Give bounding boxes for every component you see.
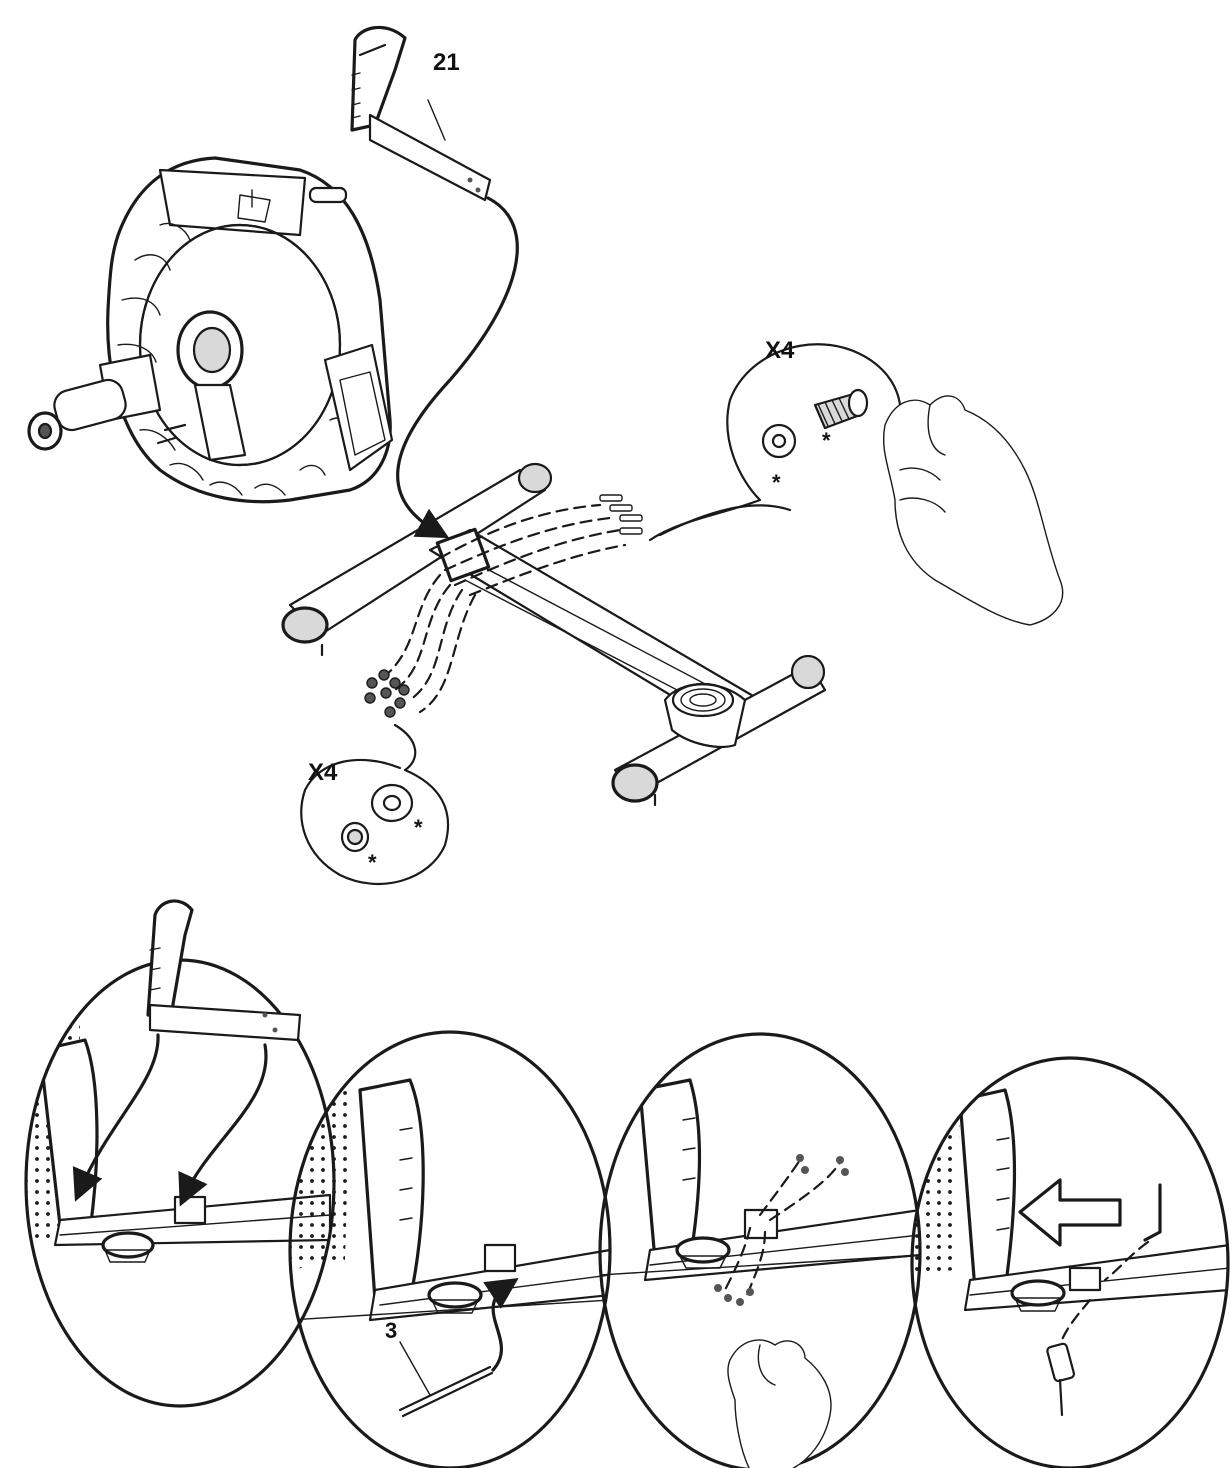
- asterisk-bolt: *: [822, 428, 831, 453]
- detail-step-1: [24, 899, 336, 1408]
- qty-left-label: X4: [308, 759, 338, 786]
- nuts-left: [364, 669, 410, 718]
- detail-step-3: [598, 1032, 922, 1468]
- asterisk-washer-left: *: [414, 815, 423, 840]
- bolts-right: [599, 494, 643, 535]
- rower-main-body: [27, 156, 394, 504]
- asterisk-nut: *: [368, 850, 377, 875]
- bolt-paths-right: [438, 503, 627, 597]
- part-21-handle-post: [350, 25, 492, 202]
- asterisk-washer: *: [772, 470, 781, 495]
- detail-step-4: [910, 1056, 1230, 1468]
- bolt-paths-left: [378, 573, 477, 714]
- callout-nut-washer: [300, 723, 450, 885]
- base-frame: [281, 462, 827, 807]
- qty-right-label: X4: [765, 337, 795, 364]
- insert-arrow: [396, 196, 519, 539]
- part-3-label: 3: [385, 1318, 397, 1343]
- detail-step-2: [288, 1030, 612, 1468]
- part-21-label: 21: [433, 49, 460, 76]
- callout-bolt-washer: [648, 343, 1064, 626]
